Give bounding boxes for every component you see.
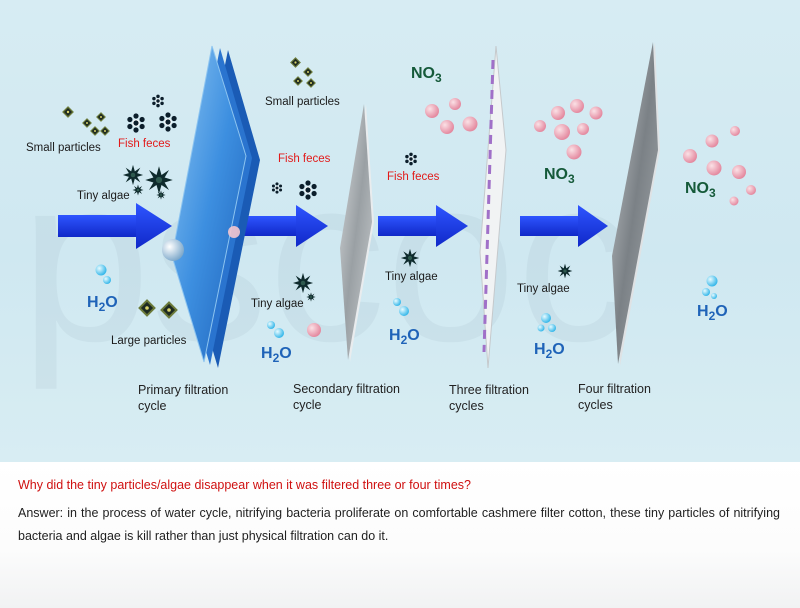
- stage3-water-bubbles: [393, 298, 409, 316]
- label-fish-feces: Fish feces: [118, 138, 171, 150]
- stage2-bubbles: [267, 321, 321, 338]
- qa-section: Why did the tiny particles/algae disappe…: [0, 462, 800, 608]
- formula-h2o: H2O: [697, 303, 728, 324]
- stage2-small-particles: [290, 57, 316, 88]
- stage4-water-bubbles: [537, 313, 556, 332]
- label-fish-feces: Fish feces: [278, 153, 331, 165]
- formula-h2o: H2O: [534, 341, 565, 362]
- stage3-tiny-algae: [400, 248, 420, 268]
- label-large-particles: Large particles: [111, 335, 187, 347]
- flow-arrow-3: [378, 205, 468, 247]
- label-tiny-algae: Tiny algae: [517, 283, 570, 295]
- water-droplet-icon: [162, 239, 184, 261]
- formula-h2o: H2O: [87, 294, 118, 315]
- question-text: Why did the tiny particles/algae disappe…: [18, 478, 472, 492]
- formula-h2o: H2O: [261, 345, 292, 366]
- filter-third: [479, 45, 507, 369]
- answer-text: Answer: in the process of water cycle, n…: [18, 506, 780, 543]
- output-nitrate-bubbles: [683, 126, 756, 206]
- stage4-nitrate-bubbles: [534, 99, 603, 160]
- label-fish-feces: Fish feces: [387, 171, 440, 183]
- output-water-bubbles: [702, 275, 718, 299]
- label-small-particles: Small particles: [265, 96, 340, 108]
- formula-no3: NO3: [544, 166, 575, 187]
- label-tiny-algae: Tiny algae: [77, 190, 130, 202]
- filter-fourth: [612, 42, 660, 366]
- stage1-water-bubbles: [95, 264, 111, 284]
- filtration-diagram: pscoc: [0, 0, 800, 462]
- filter-secondary: [340, 104, 374, 362]
- flow-arrow-1: [58, 203, 172, 249]
- flow-arrow-4: [520, 205, 608, 247]
- stage4-tiny-algae: [557, 263, 573, 279]
- stage3-nitrate-bubbles: [425, 98, 478, 134]
- pink-bubble-icon: [228, 226, 240, 238]
- diagram-graphics: pscoc: [20, 42, 756, 390]
- label-small-particles: Small particles: [26, 142, 101, 154]
- watermark: pscoc: [20, 127, 634, 390]
- label-tiny-algae: Tiny algae: [251, 298, 304, 310]
- formula-no3: NO3: [411, 65, 442, 86]
- formula-no3: NO3: [685, 180, 716, 201]
- label-tiny-algae: Tiny algae: [385, 271, 438, 283]
- flow-arrow-2: [238, 205, 328, 247]
- formula-h2o: H2O: [389, 327, 420, 348]
- filter-primary: [171, 45, 260, 368]
